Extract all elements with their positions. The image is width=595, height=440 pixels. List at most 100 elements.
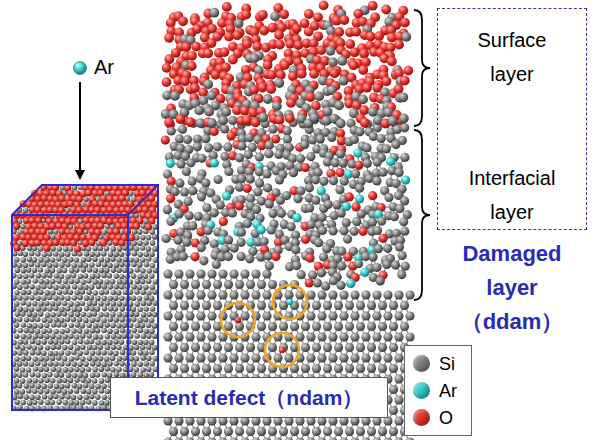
atom [101,383,107,389]
atom [29,395,35,401]
atom [141,334,147,340]
atom [77,361,83,367]
atom [29,295,35,301]
atom [66,373,72,379]
atom [113,351,119,357]
atom [14,389,20,395]
atom [131,262,137,268]
atom [74,388,80,394]
atom [65,350,71,356]
atom [146,367,152,373]
atom [135,301,141,307]
atom [143,306,149,312]
atom [77,317,83,323]
atom [38,267,44,273]
atom [20,356,26,362]
atom [147,268,153,274]
atom [53,285,59,291]
atom [143,350,149,356]
atom [104,400,110,406]
atom [113,339,119,345]
atom [106,218,113,225]
atom [38,367,44,373]
atom [50,257,56,263]
atom [68,400,74,406]
atom [101,284,107,290]
atom [101,350,107,356]
atom [131,295,137,301]
atom [116,267,122,273]
atom [26,355,32,361]
atom [92,378,98,384]
atom [84,339,90,345]
atom [32,278,38,284]
atom [140,257,146,263]
atom [144,329,150,335]
atom [35,361,41,367]
atom [18,328,24,334]
atom [50,378,56,384]
atom [95,361,101,367]
atom [92,345,98,351]
atom [138,340,144,346]
atom [137,229,143,235]
atom [44,366,50,372]
atom [62,301,68,307]
atom [35,340,41,346]
atom [92,290,98,296]
atom [50,290,56,296]
atom [36,350,42,356]
atom [80,333,86,339]
atom [144,295,150,301]
atom [114,361,120,367]
atom [89,295,95,301]
atom [53,306,59,312]
atom [62,389,68,395]
atom [17,350,23,356]
atom [44,389,50,395]
atom [71,350,77,356]
atom [53,329,59,335]
atom [32,378,38,384]
atom [111,345,117,351]
atom [107,273,113,279]
atom [29,362,35,368]
atom [27,257,33,263]
atom [14,333,20,339]
atom [119,361,125,367]
atom [41,195,48,202]
atom [29,317,35,323]
atom [140,245,146,251]
atom [68,367,74,373]
atom [81,312,87,318]
atom [57,378,63,384]
atom [97,223,104,230]
atom [104,268,110,274]
atom [98,334,104,340]
atom [122,323,128,329]
atom [44,279,50,285]
atom [74,290,80,296]
atom [134,311,140,317]
atom [23,284,29,290]
atom [105,257,111,263]
atom [47,251,53,257]
atom [99,388,105,394]
atom [21,257,27,263]
atom [71,361,77,367]
atom [119,262,125,268]
atom [54,317,60,323]
atom [95,251,101,257]
atom [35,317,41,323]
atom [47,328,53,334]
atom [137,296,143,302]
atom [89,251,95,257]
atom [29,328,35,334]
atom [101,318,107,324]
atom [56,334,62,340]
atom [95,296,101,302]
atom [92,356,98,362]
atom [74,257,80,263]
atom [53,361,59,367]
atom [47,318,53,324]
